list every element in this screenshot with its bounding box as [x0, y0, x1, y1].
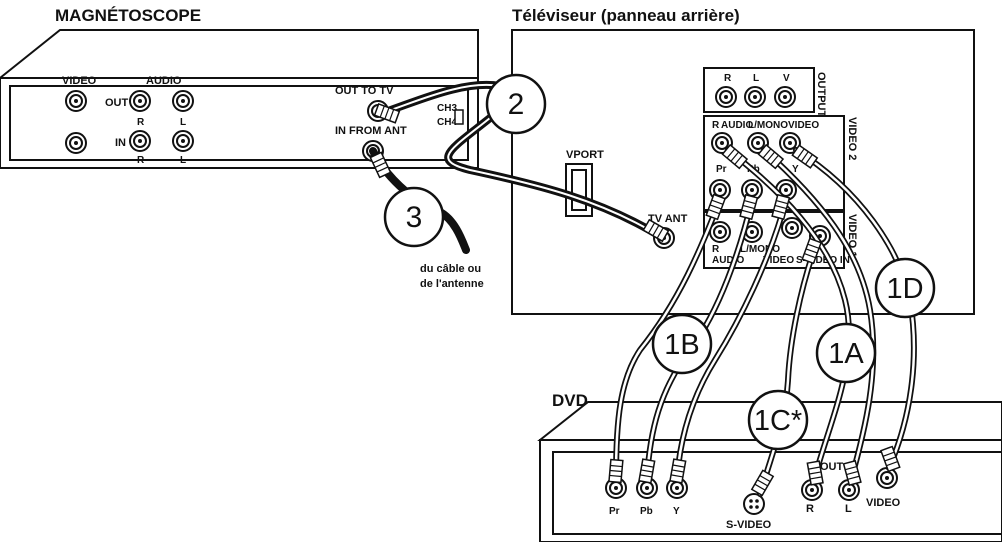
vcr-title: MAGNÉTOSCOPE — [55, 6, 201, 25]
vcr-video-in-jack — [65, 132, 87, 154]
tv-output-v-label: V — [783, 73, 790, 84]
vcr-r-label-1: R — [137, 117, 145, 128]
vcr-channel-switch — [454, 109, 464, 125]
svg-text:3: 3 — [406, 201, 423, 234]
tv-y-label: Y — [792, 164, 799, 175]
callout-1b: 1B — [651, 313, 713, 375]
tv-video1-r-label: R — [712, 244, 720, 255]
vcr-in-label: IN — [115, 137, 126, 149]
vcr-audio-in-l-jack — [172, 130, 194, 152]
svg-text:1B: 1B — [664, 329, 699, 361]
svg-text:1C*: 1C* — [754, 405, 802, 437]
callout-1a: 1A — [815, 322, 877, 384]
dvd-l-label: L — [845, 503, 852, 515]
vcr-out-label: OUT — [105, 97, 129, 109]
vcr-ch3-label: CH3 — [437, 103, 457, 114]
vcr-l-label-2: L — [180, 155, 186, 166]
vcr-video-label: VIDEO — [62, 75, 97, 87]
tv-video1-video-label: VIDEO — [763, 255, 794, 266]
svg-text:1D: 1D — [886, 273, 923, 305]
vcr-audio-out-r-jack — [129, 90, 151, 112]
vcr-video-out-jack — [65, 90, 87, 112]
tv-output-r-label: R — [724, 73, 732, 84]
vcr-audio-out-l-jack — [172, 90, 194, 112]
tv-video2-lmono-label: L/MONO — [748, 120, 788, 131]
tv-video1-video-jack — [781, 217, 803, 239]
dvd-video-label: VIDEO — [866, 497, 901, 509]
vcr-in-from-ant-label: IN FROM ANT — [335, 125, 407, 137]
tv-title: Téléviseur (panneau arrière) — [512, 6, 740, 25]
callout-3: 3 — [383, 186, 445, 248]
vcr-l-label-1: L — [180, 117, 186, 128]
dvd-pb-label: Pb — [640, 506, 653, 517]
vcr-r-label-2: R — [137, 155, 145, 166]
tv-vport-label: VPORT — [566, 149, 604, 161]
dvd-title: DVD — [552, 391, 588, 410]
svg-text:2: 2 — [508, 88, 525, 121]
callout-1c: 1C* — [747, 389, 809, 451]
tv-video2-r-label: R — [712, 120, 720, 131]
vcr-ch4-label: CH4 — [437, 117, 457, 128]
antenna-note-line1: du câble ou — [420, 263, 481, 275]
svg-text:1A: 1A — [828, 338, 864, 370]
tv-video2-audio-label: AUDIO — [721, 120, 753, 131]
callout-2: 2 — [485, 73, 547, 135]
tv-pr-label: Pr — [716, 164, 727, 175]
tv-output-r-jack — [715, 86, 737, 108]
tv-output-label: OUTPUT — [815, 72, 827, 118]
dvd-y-label: Y — [673, 506, 680, 517]
vcr-out-to-tv-label: OUT TO TV — [335, 85, 394, 97]
callout-1d: 1D — [874, 257, 936, 319]
tv-video1-svideo-label: S-VIDEO IN — [796, 255, 850, 266]
tv-video1-audio-label: AUDIO — [712, 255, 744, 266]
dvd-pr-label: Pr — [609, 506, 620, 517]
vcr-unit: MAGNÉTOSCOPE VIDEO AUDIO OUT IN R L R L … — [0, 6, 479, 169]
tv-video2-video-label: VIDEO — [788, 120, 819, 131]
antenna-note-line2: de l'antenne — [420, 278, 484, 290]
tv-output-l-jack — [744, 86, 766, 108]
dvd-video-jack — [876, 467, 898, 489]
vcr-audio-in-r-jack — [129, 130, 151, 152]
tv-output-v-jack — [774, 86, 796, 108]
tv-video2-label: VIDEO 2 — [846, 117, 858, 160]
tv-ant-label: TV ANT — [648, 213, 688, 225]
tv-output-l-label: L — [753, 73, 759, 84]
dvd-svideo-jack — [743, 493, 765, 515]
dvd-r-label: R — [806, 503, 814, 515]
vcr-audio-label: AUDIO — [146, 75, 182, 87]
tv-video1-lmono-label: L/MONO — [740, 244, 780, 255]
dvd-svideo-label: S-VIDEO — [726, 519, 772, 531]
dvd-out-label: OUT — [820, 461, 844, 473]
